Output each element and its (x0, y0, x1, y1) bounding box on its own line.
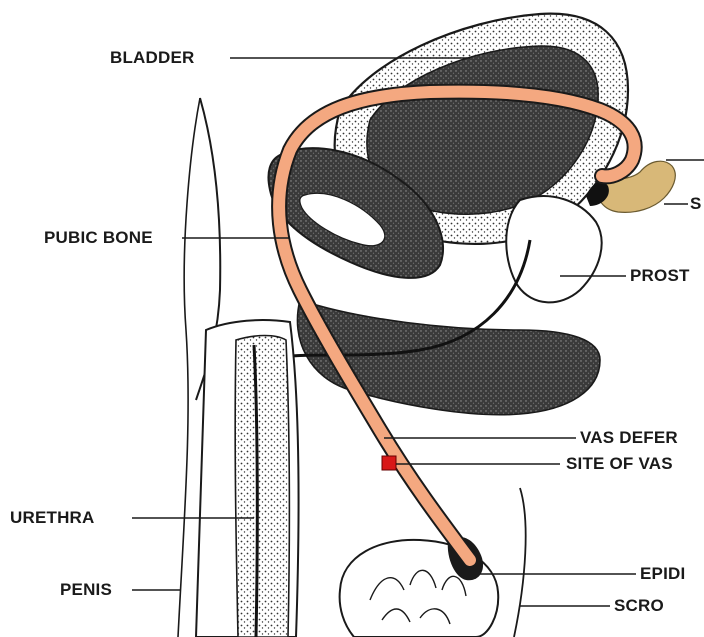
label-epididymis: EPIDI (640, 564, 685, 584)
prostate (506, 196, 601, 302)
label-bladder: BLADDER (110, 48, 195, 68)
label-pubic-bone: PUBIC BONE (44, 228, 153, 248)
thigh-outline (178, 98, 200, 637)
label-site-of-vasectomy: SITE OF VAS (566, 454, 673, 474)
label-urethra: URETHRA (10, 508, 95, 528)
corpus-spongiosum (235, 336, 289, 637)
scrotum-outline (514, 488, 526, 637)
label-penis: PENIS (60, 580, 112, 600)
label-prostate: PROST (630, 266, 690, 286)
label-vas-deferens: VAS DEFER (580, 428, 678, 448)
label-seminal-vesicle: S (690, 194, 702, 214)
label-scrotum: SCRO (614, 596, 664, 616)
vasectomy-site-marker (382, 456, 396, 470)
